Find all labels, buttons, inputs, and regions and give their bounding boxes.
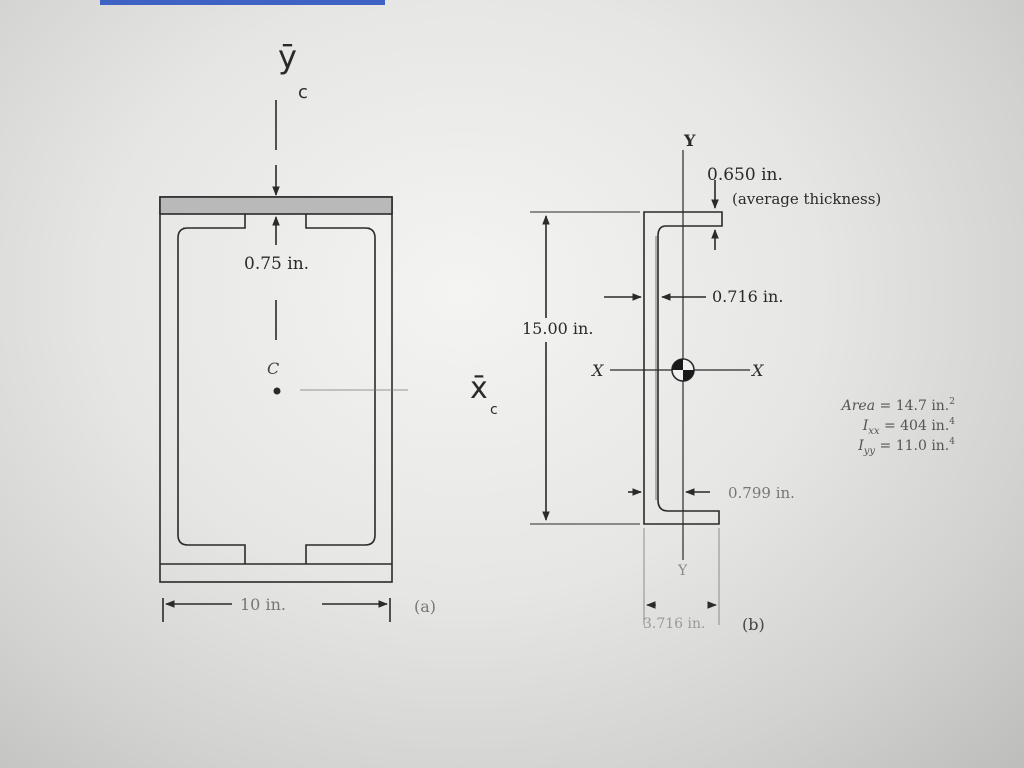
flange-width-label: 3.716 in. bbox=[643, 616, 705, 632]
x-centroid-symbol: x̄ bbox=[470, 371, 488, 406]
width-label-a: 10 in. bbox=[240, 595, 286, 614]
depth-label: 15.00 in. bbox=[522, 319, 593, 338]
centroid-label: C bbox=[267, 359, 279, 378]
property-i-yy: Iyy = 11.0 in.4 bbox=[857, 437, 955, 457]
y-centroid-sub: c bbox=[298, 82, 308, 103]
axis-y-label-top: Y bbox=[683, 131, 696, 150]
channel-outline-b bbox=[643, 211, 723, 525]
axis-x-label-left: X bbox=[590, 361, 604, 380]
figure-a bbox=[159, 100, 408, 622]
figure-b bbox=[530, 150, 750, 625]
caption-a: (a) bbox=[414, 597, 436, 616]
caption-b: (b) bbox=[742, 615, 765, 634]
flange-thickness-note: (average thickness) bbox=[732, 190, 881, 208]
axis-x-label-right: X bbox=[750, 361, 764, 380]
property-area: Area = 14.7 in.2 bbox=[840, 397, 955, 414]
property-i-xx: Ixx = 404 in.4 bbox=[862, 417, 956, 437]
top-accent-bar bbox=[100, 0, 385, 5]
centroid-point bbox=[273, 387, 281, 395]
web-thickness-label: 0.716 in. bbox=[712, 287, 783, 306]
centroid-symbol-b bbox=[671, 358, 695, 382]
centroid-distance-label: 0.799 in. bbox=[728, 484, 795, 502]
y-centroid-symbol: ȳ bbox=[278, 38, 297, 76]
axis-y-label-bottom: Y bbox=[677, 563, 688, 579]
flange-thickness-label-a: 0.75 in. bbox=[244, 254, 309, 274]
flange-thickness-label-b: 0.650 in. bbox=[707, 165, 783, 185]
x-centroid-sub: c bbox=[490, 402, 498, 418]
top-plate-a bbox=[159, 196, 393, 215]
